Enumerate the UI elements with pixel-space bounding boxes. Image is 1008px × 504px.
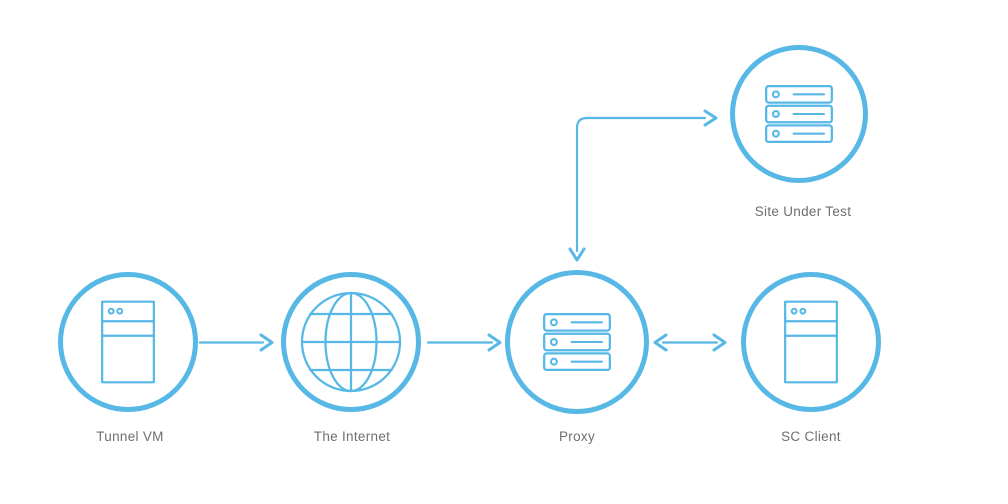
node-label-proxy: Proxy xyxy=(558,429,595,444)
node-label-site-under-test: Site Under Test xyxy=(754,204,852,219)
node-site-under-test xyxy=(730,45,868,183)
node-label-tunnel-vm: Tunnel VM xyxy=(96,429,164,444)
node-tunnel-vm xyxy=(58,272,198,412)
server-tower-icon xyxy=(784,300,838,384)
node-label-the-internet: The Internet xyxy=(313,429,391,444)
server-stack-icon xyxy=(543,313,611,371)
arrow-tunnel-vm-to-internet xyxy=(198,333,274,352)
node-the-internet xyxy=(281,272,421,412)
node-sc-client xyxy=(741,272,881,412)
node-label-sc-client: SC Client xyxy=(781,429,841,444)
arrow-proxy-sc-client-bidirectional xyxy=(653,333,727,352)
server-stack-icon xyxy=(765,85,833,143)
arrow-internet-to-proxy xyxy=(426,333,502,352)
arrow-proxy-site-under-test-bidirectional xyxy=(568,109,718,262)
globe-icon xyxy=(300,291,402,393)
node-proxy xyxy=(505,270,649,414)
server-tower-icon xyxy=(101,300,155,384)
